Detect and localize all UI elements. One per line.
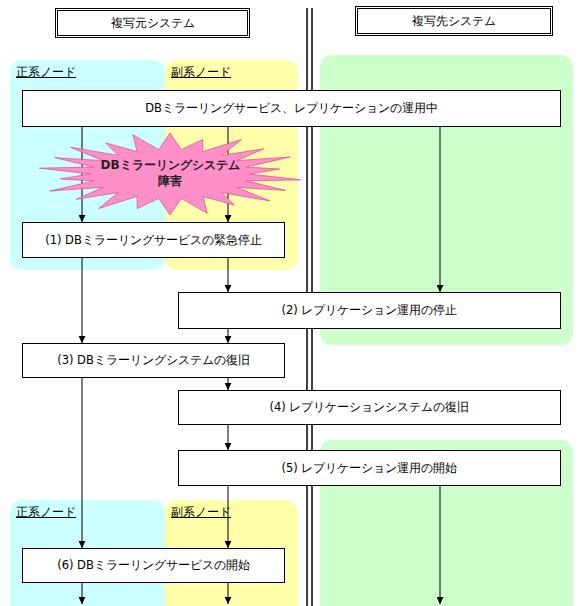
- step-box: (3) DBミラーリングシステムの復旧: [22, 343, 285, 378]
- flow-arrow: [228, 378, 229, 390]
- flow-line: [440, 486, 441, 604]
- node-text: DBミラーリングシステム 障害: [90, 158, 250, 189]
- node-text: 正系ノード: [16, 65, 159, 80]
- node-text: 副系ノード: [171, 505, 292, 520]
- node-text: 複写元システム: [111, 16, 195, 31]
- step-box: (2) レプリケーション運用の停止: [178, 292, 561, 329]
- system-header: 複写先システム: [355, 6, 553, 36]
- flow-arrow: [82, 258, 83, 343]
- flow-arrow: [82, 127, 83, 222]
- node-text: (2) レプリケーション運用の停止: [282, 303, 458, 318]
- node-text: (5) レプリケーション運用の開始: [282, 461, 458, 476]
- system-header: 複写元システム: [55, 8, 250, 38]
- status-box: DBミラーリングサービス、レプリケーションの運用中: [22, 90, 561, 127]
- node-text: 複写先システム: [412, 14, 496, 29]
- failure-starburst: DBミラーリングシステム 障害: [38, 133, 302, 215]
- node-text: 副系ノード: [171, 65, 292, 80]
- node-text: (1) DBミラーリングサービスの緊急停止: [45, 233, 262, 248]
- flow-arrow: [82, 378, 83, 548]
- flow-arrow: [228, 329, 229, 343]
- node-text: 正系ノード: [16, 505, 159, 520]
- step-box: (5) レプリケーション運用の開始: [178, 450, 561, 486]
- node-text: (3) DBミラーリングシステムの復旧: [57, 353, 250, 368]
- step-box: (1) DBミラーリングサービスの緊急停止: [22, 222, 285, 258]
- flow-line: [82, 583, 83, 604]
- flow-line: [228, 583, 229, 604]
- flow-arrow: [228, 486, 229, 548]
- node-text: DBミラーリングサービス、レプリケーションの運用中: [145, 101, 438, 116]
- step-box: (6) DBミラーリングサービスの開始: [22, 548, 285, 583]
- flow-arrow: [228, 258, 229, 292]
- flow-arrow: [228, 425, 229, 450]
- node-text: (4) レプリケーションシステムの復旧: [270, 400, 470, 415]
- flow-arrow: [440, 127, 441, 292]
- node-text: (6) DBミラーリングサービスの開始: [57, 558, 250, 573]
- starburst-outline: [39, 133, 300, 215]
- step-box: (4) レプリケーションシステムの復旧: [178, 390, 561, 425]
